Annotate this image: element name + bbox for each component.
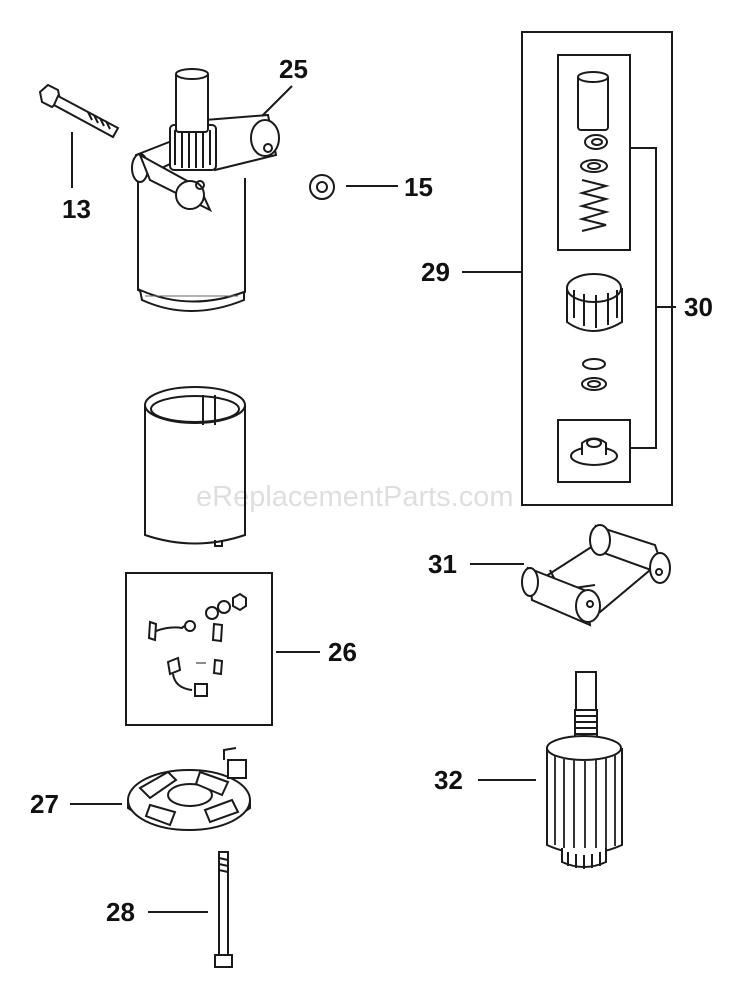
starter-motor-25[interactable] bbox=[132, 69, 279, 311]
callout-32: 32 bbox=[434, 765, 463, 795]
drive-parts-30[interactable] bbox=[567, 72, 622, 465]
drive-kit-box-29[interactable] bbox=[522, 32, 672, 505]
nut-15[interactable] bbox=[310, 175, 334, 199]
callout-15: 15 bbox=[404, 172, 433, 202]
starter-housing[interactable] bbox=[145, 387, 245, 546]
brush-kit-26[interactable] bbox=[126, 573, 272, 725]
callout-28: 28 bbox=[106, 897, 135, 927]
armature-32[interactable] bbox=[547, 672, 622, 869]
callout-26: 26 bbox=[328, 637, 357, 667]
bracket-30 bbox=[630, 148, 656, 448]
callout-30: 30 bbox=[684, 292, 713, 322]
through-bolt-28[interactable] bbox=[215, 852, 232, 967]
callout-29: 29 bbox=[421, 257, 450, 287]
callout-13: 13 bbox=[62, 194, 91, 224]
drive-end-bracket-31[interactable] bbox=[522, 525, 670, 625]
sub-box-lower bbox=[558, 420, 630, 482]
sub-box-upper bbox=[558, 55, 630, 250]
leader-25 bbox=[262, 86, 292, 116]
bolt-13[interactable] bbox=[40, 85, 118, 137]
brush-holder-27[interactable] bbox=[128, 748, 250, 830]
callout-31: 31 bbox=[428, 549, 457, 579]
callout-25: 25 bbox=[279, 54, 308, 84]
watermark-text: eReplacementParts.com bbox=[196, 481, 514, 513]
callout-27: 27 bbox=[30, 789, 59, 819]
